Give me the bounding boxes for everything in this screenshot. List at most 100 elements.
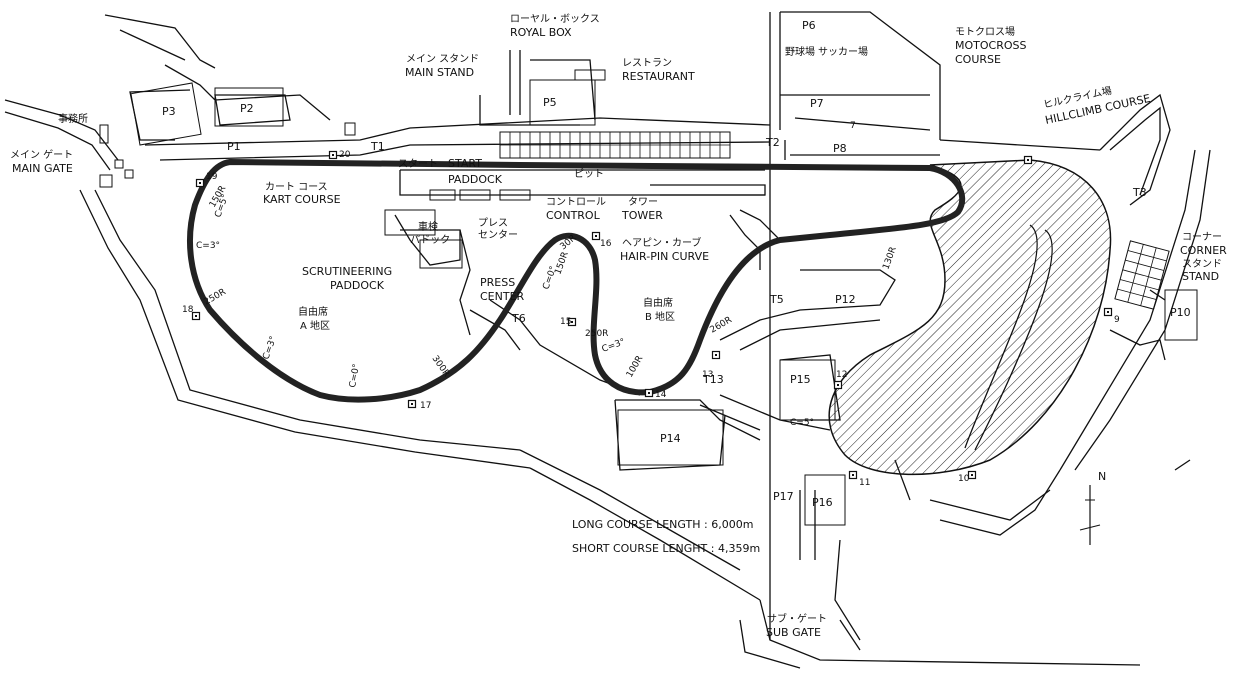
gate-booth-3 (99, 174, 113, 188)
north-label: N (1098, 470, 1106, 483)
marshal-post-number: 18 (182, 305, 194, 315)
pit-building-1 (459, 189, 491, 201)
curve-radius-label: 130R (881, 246, 898, 271)
corner-stand-label-jp: コーナー (1182, 231, 1222, 243)
corner-stand-divider (1125, 259, 1165, 271)
marshal-post-number: 11 (859, 478, 870, 488)
short-course-length: SHORT COURSE LENGHT : 4,359m (572, 542, 760, 555)
marshal-post-dot (1027, 159, 1029, 161)
inspection-label-jp-2: パドック (410, 234, 450, 246)
free-seat-b-label-jp-1: 自由席 (643, 296, 673, 309)
sub-gate-label: SUB GATE (766, 626, 821, 639)
long-course-length: LONG COURSE LENGTH : 6,000m (572, 518, 753, 531)
marshal-post-number: 10 (958, 474, 970, 484)
marshal-post-number: 17 (420, 401, 431, 411)
p12-label: P12 (835, 293, 856, 306)
curve-radius-label: 100R (625, 354, 645, 379)
free-seat-a-label-jp-2: A 地区 (300, 319, 330, 332)
paddock-label: PADDOCK (448, 173, 503, 186)
tower-label: TOWER (621, 209, 663, 222)
gradient-label: C=0° (541, 265, 559, 291)
kart-course-label-jp: カート コース (265, 181, 328, 193)
royal-box-label-jp: ローヤル・ボックス (510, 13, 600, 25)
p15-label: P15 (790, 373, 811, 386)
marshal-post-number: 19 (206, 172, 218, 182)
curve-radius-label: 250R (585, 329, 608, 339)
circuit-track (187, 159, 966, 403)
main-grandstand (499, 131, 731, 159)
p14-label: P14 (660, 432, 681, 445)
inspection-label-jp: 車検 (418, 220, 438, 233)
p2-area (214, 87, 284, 127)
start-label-jp: スタート (398, 158, 438, 170)
corner-stand-label-1: CORNER (1180, 244, 1227, 257)
pit-building-2 (499, 189, 531, 201)
gradient-label: C=3° (601, 337, 627, 355)
inspection-building (419, 239, 463, 269)
p15-area (779, 359, 836, 421)
pit-building-3 (429, 189, 456, 201)
marshal-post-dot (195, 315, 197, 317)
oval-infield-road (974, 229, 1053, 451)
motocross-label-1: MOTOCROSS (955, 39, 1026, 52)
office-building (99, 124, 109, 144)
curve-radius-label: 300R (430, 354, 452, 379)
marshal-post-dot (595, 235, 597, 237)
p16-area (804, 474, 846, 526)
marshal-post-number: 12 (836, 370, 847, 380)
tunnel-t5: T5 (769, 293, 784, 306)
tunnel-t6: T6 (511, 312, 526, 325)
press-label-2: CENTER (480, 290, 525, 303)
p8-label: P8 (833, 142, 847, 155)
hairpin-label: HAIR-PIN CURVE (620, 250, 709, 263)
marshal-post-dot (715, 354, 717, 356)
p10-area (1164, 289, 1198, 341)
restaurant-label-jp: レストラン (622, 57, 672, 69)
p10-label: P10 (1170, 306, 1191, 319)
main-gate-label: MAIN GATE (12, 162, 73, 175)
restaurant-label: RESTAURANT (622, 70, 695, 83)
royal-box-label: ROYAL BOX (510, 26, 572, 39)
main-gate-label-jp: メイン ゲート (10, 149, 73, 161)
tunnel-t3: T3 (1132, 186, 1147, 199)
p5-area (529, 79, 596, 126)
marshal-post-dot (852, 474, 854, 476)
corner-stand (1114, 240, 1170, 310)
motocross-label-jp: モトクロス場 (955, 25, 1015, 38)
p1-label: P1 (227, 140, 241, 153)
corner-stand-divider (1127, 244, 1144, 303)
kart-course-label: KART COURSE (263, 193, 341, 206)
marshal-post-dot (571, 321, 573, 323)
oval-banked-course (828, 159, 1112, 476)
p17-label: P17 (773, 490, 794, 503)
scrutineering-label-1: SCRUTINEERING (302, 265, 392, 278)
marshal-post-number: 16 (600, 239, 612, 249)
scrutineering-building (384, 209, 436, 236)
free-seat-b-label-jp-2: B 地区 (645, 310, 675, 323)
control-label: CONTROL (546, 209, 601, 222)
gate-booth-1 (114, 159, 124, 169)
marshal-post-dot (971, 474, 973, 476)
gradient-label: C=3° (261, 335, 279, 361)
scrutineering-label-2: PADDOCK (330, 279, 385, 292)
curve-radius-label: 250R (203, 287, 228, 307)
p7-label: P7 (810, 97, 824, 110)
marshal-post-dot (199, 182, 201, 184)
marshal-post-number: 13 (702, 370, 713, 380)
control-label-jp: コントロール (546, 197, 606, 208)
p3-label: P3 (162, 105, 176, 118)
corner-stand-divider (1122, 269, 1162, 281)
road-number: 7 (850, 121, 856, 131)
p2-label: P2 (240, 102, 254, 115)
press-label-1: PRESS (480, 276, 515, 289)
oval-infield-road-2 (964, 224, 1038, 449)
marshal-post-dot (411, 403, 413, 405)
marshal-post-dot (837, 384, 839, 386)
press-label-jp-1: プレス (478, 217, 508, 229)
corner-stand-divider (1119, 279, 1159, 291)
office-label: 事務所 (58, 112, 88, 125)
gradient-label: C=3° (196, 241, 220, 251)
motocross-label-2: COURSE (955, 53, 1001, 66)
